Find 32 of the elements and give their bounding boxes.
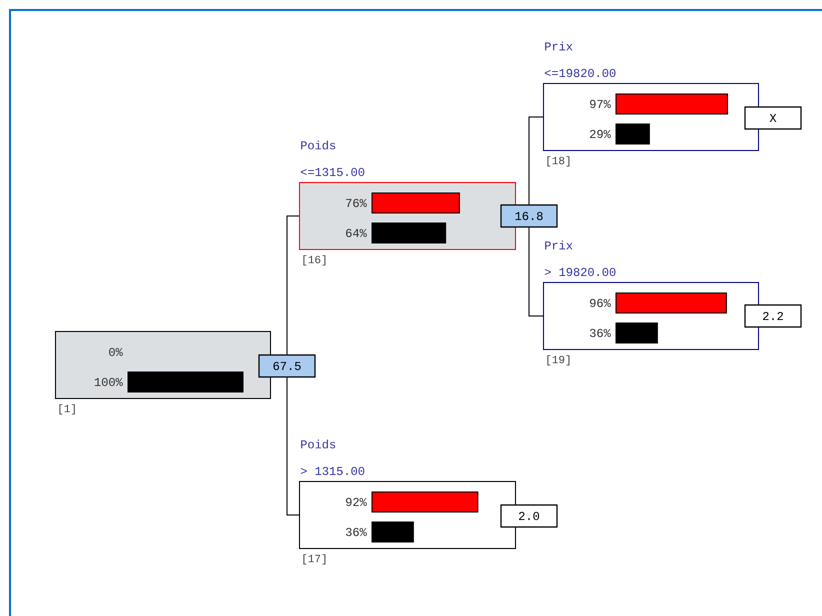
percentage: 0% <box>109 348 123 356</box>
split-condition: Poids <box>301 140 336 150</box>
split-condition: <=19820.00 <box>544 68 616 78</box>
node-index: [18] <box>547 156 570 166</box>
node-index: [19] <box>547 355 570 366</box>
percentage: 36% <box>590 328 611 338</box>
node-index: [17] <box>303 554 326 564</box>
split-value-box: 16.8 <box>500 204 558 228</box>
percentage: 96% <box>590 298 611 308</box>
split-condition: > 19820.00 <box>544 268 616 276</box>
connector-line <box>286 377 300 516</box>
split-condition: > 1315.00 <box>300 466 364 476</box>
leaf-value-box: 2.0 <box>500 504 558 528</box>
leaf-value-box: X <box>744 106 802 130</box>
connector-line <box>286 216 300 355</box>
percentage: 29% <box>590 130 611 138</box>
percentage: 76% <box>346 198 367 208</box>
connector-line <box>528 116 544 205</box>
percentage: 100% <box>94 378 123 386</box>
node-index: [1] <box>59 404 75 414</box>
percentage: 97% <box>590 100 611 108</box>
node-index: [16] <box>303 255 326 266</box>
connector-line <box>528 227 544 316</box>
split-value-box: 67.5 <box>258 354 316 378</box>
percentage: 92% <box>346 498 367 506</box>
split-condition: Prix <box>545 240 572 250</box>
percentage: 36% <box>346 528 367 536</box>
percentage: 64% <box>346 228 367 238</box>
leaf-value-box: 2.2 <box>744 304 802 328</box>
split-condition: Prix <box>545 42 572 50</box>
split-condition: <=1315.00 <box>300 168 364 176</box>
split-condition: Poids <box>301 440 336 448</box>
